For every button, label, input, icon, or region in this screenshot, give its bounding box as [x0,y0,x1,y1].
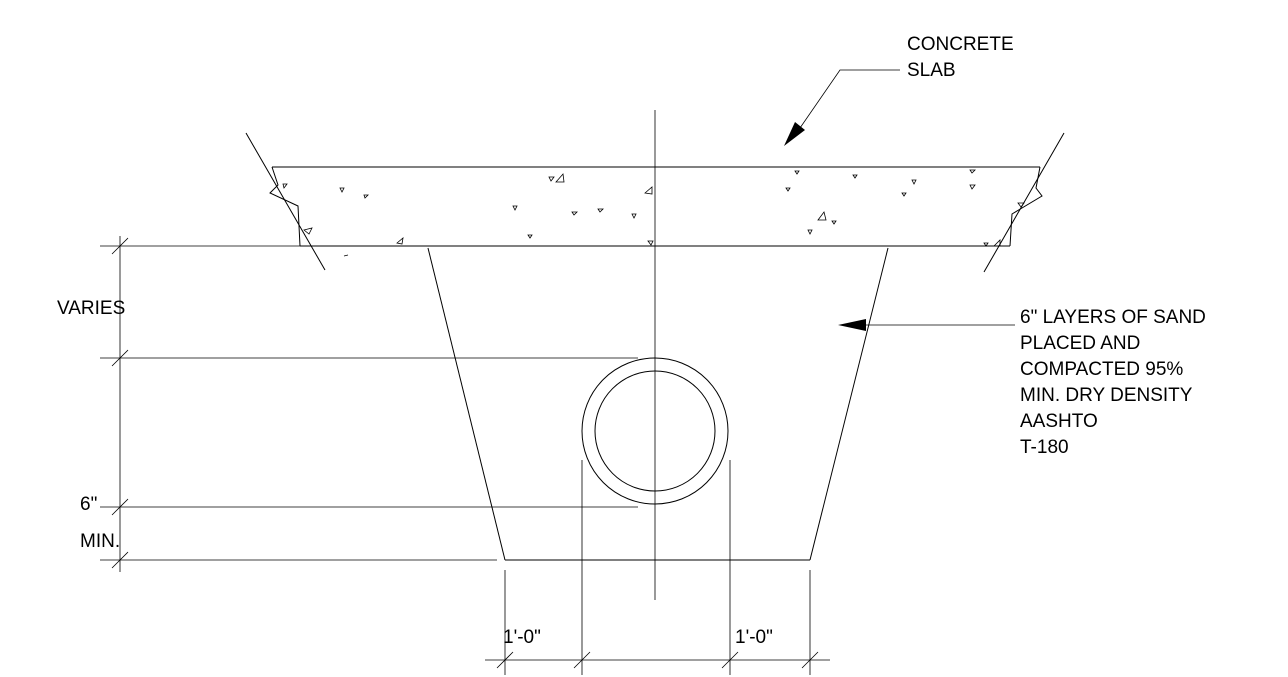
slab-left-cut-line [245,132,326,271]
concrete-slab [245,132,1065,273]
tick-trench-bottom [111,551,129,569]
tick-trench-left [496,651,514,669]
vertical-dimensions [100,236,638,572]
tick-pipe-right [721,651,739,669]
varies-label: VARIES [57,298,125,319]
left-clearance-label: 1'-0" [503,627,541,648]
horizontal-dimensions [485,460,830,675]
min-cover-label: 6" MIN. [80,494,120,552]
trench [427,247,889,561]
sand-layers-label: 6" LAYERS OF SAND PLACED AND COMPACTED 9… [1020,307,1211,458]
tick-pipe-top [111,349,129,367]
tick-slab-bottom [111,237,129,255]
right-clearance-label: 1'-0" [735,627,773,648]
slab-leader-arrowhead [784,122,805,146]
concrete-slab-leader [784,69,900,146]
slab-left-break [269,166,301,247]
sand-layers-leader [838,319,1015,331]
sand-leader-arrowhead [838,319,866,331]
aggregate-pattern [282,169,1025,257]
slab-leader-line [799,69,900,129]
trench-left-wall [427,247,506,561]
tick-pipe-bottom [111,498,129,516]
concrete-slab-label: CONCRETE SLAB [907,34,1019,81]
tick-pipe-left [573,651,591,669]
trench-right-wall [809,247,889,561]
tick-trench-right [801,651,819,669]
slab-right-cut-line [983,132,1065,273]
